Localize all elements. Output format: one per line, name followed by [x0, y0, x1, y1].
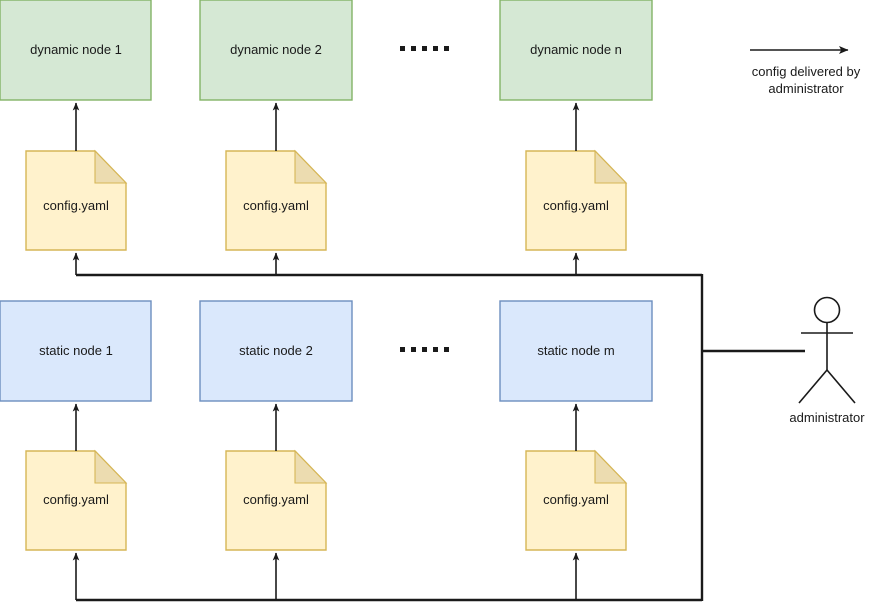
static-config-m-fold-icon	[594, 449, 628, 484]
actor-left-leg-icon	[798, 369, 828, 404]
static-config-1-fold-icon	[94, 449, 128, 484]
static-row-ellipsis-icon	[400, 347, 449, 352]
administrator-actor[interactable]: administrator	[789, 296, 865, 426]
static-node-2-box[interactable]	[199, 300, 353, 402]
dynamic-node-n-box[interactable]	[499, 0, 653, 101]
actor-head-icon	[813, 296, 841, 324]
legend-line-2: administrator	[768, 81, 844, 96]
static-node-1-label: static node 1	[39, 343, 113, 358]
dynamic-node-1[interactable]: dynamic node 1	[0, 0, 152, 101]
static-config-2[interactable]: config.yaml	[225, 449, 328, 551]
dynamic-node-n-label: dynamic node n	[530, 42, 622, 57]
static-node-m-box[interactable]	[499, 300, 653, 402]
legend: config delivered by administrator	[750, 46, 861, 96]
dynamic-config-1-label: config.yaml	[43, 198, 109, 213]
administrator-label: administrator	[789, 410, 865, 425]
static-config-2-fold-icon	[294, 449, 328, 484]
actor-right-leg-icon	[826, 369, 856, 404]
dynamic-node-1-label: dynamic node 1	[30, 42, 122, 57]
static-node-1-box[interactable]	[0, 300, 152, 402]
dynamic-node-2-box[interactable]	[199, 0, 353, 101]
dynamic-node-n[interactable]: dynamic node n	[499, 0, 653, 101]
dynamic-node-2-label: dynamic node 2	[230, 42, 322, 57]
static-config-1-label: config.yaml	[43, 492, 109, 507]
dynamic-config-2-fold-icon	[294, 149, 328, 184]
static-config-m[interactable]: config.yaml	[525, 449, 628, 551]
static-node-2[interactable]: static node 2	[199, 300, 353, 402]
dynamic-config-n[interactable]: config.yaml	[525, 149, 628, 251]
static-node-m-label: static node m	[537, 343, 614, 358]
static-config-1[interactable]: config.yaml	[25, 449, 128, 551]
legend-line-1: config delivered by	[752, 64, 861, 79]
static-config-m-label: config.yaml	[543, 492, 609, 507]
static-config-2-label: config.yaml	[243, 492, 309, 507]
dynamic-row-ellipsis-icon	[400, 46, 449, 51]
dynamic-config-1-fold-icon	[94, 149, 128, 184]
static-node-2-label: static node 2	[239, 343, 313, 358]
dynamic-config-n-label: config.yaml	[543, 198, 609, 213]
dynamic-node-1-box[interactable]	[0, 0, 152, 101]
dynamic-node-2[interactable]: dynamic node 2	[199, 0, 353, 101]
dynamic-config-2-label: config.yaml	[243, 198, 309, 213]
dynamic-config-1[interactable]: config.yaml	[25, 149, 128, 251]
static-node-1[interactable]: static node 1	[0, 300, 152, 402]
dynamic-config-n-fold-icon	[594, 149, 628, 184]
static-node-m[interactable]: static node m	[499, 300, 653, 402]
dynamic-config-2[interactable]: config.yaml	[225, 149, 328, 251]
